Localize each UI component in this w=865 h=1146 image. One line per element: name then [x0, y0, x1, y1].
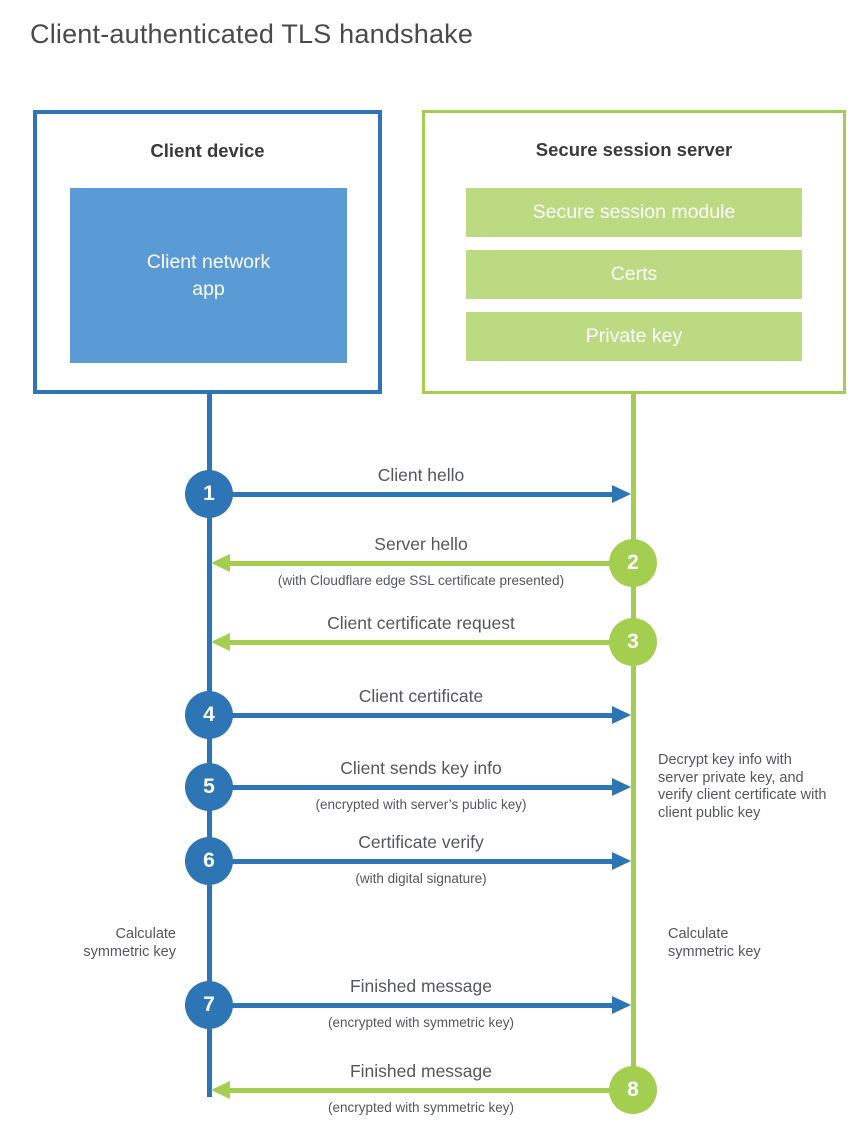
arrow-right-icon — [612, 996, 631, 1014]
certs-box: Certs — [466, 250, 802, 299]
message-8-label: Finished message — [349, 1061, 493, 1081]
server-calculate-symmetric-key-note: Calculate symmetric key — [668, 926, 761, 960]
arrow-right-icon — [612, 778, 631, 796]
arrow-shaft — [229, 1088, 633, 1093]
arrow-shaft — [209, 859, 613, 864]
message-2-sublabel: (with Cloudflare edge SSL certificate pr… — [277, 573, 565, 588]
message-1-label: Client hello — [377, 465, 465, 485]
message-2-label: Server hello — [374, 534, 468, 554]
client-device-title: Client device — [150, 140, 265, 161]
step-5-badge: 5 — [185, 763, 233, 811]
step-6-badge: 6 — [185, 837, 233, 885]
arrow-right-icon — [612, 485, 631, 503]
message-7-sublabel: (encrypted with symmetric key) — [327, 1015, 515, 1030]
arrow-left-icon — [211, 554, 230, 572]
step-3-badge: 3 — [609, 618, 657, 666]
message-5-sublabel: (encrypted with server’s public key) — [315, 797, 527, 812]
step-8-badge: 8 — [609, 1066, 657, 1114]
page-title: Client-authenticated TLS handshake — [30, 19, 474, 49]
arrow-right-icon — [612, 706, 631, 724]
step-4-badge: 4 — [185, 691, 233, 739]
client-device-box: Client device Client network app — [33, 110, 382, 394]
arrow-left-icon — [211, 633, 230, 651]
arrow-shaft — [209, 492, 613, 497]
step-7-badge: 7 — [185, 981, 233, 1029]
arrow-shaft — [209, 785, 613, 790]
arrow-right-icon — [612, 852, 631, 870]
arrow-left-icon — [211, 1081, 230, 1099]
client-network-app-label: Client network app — [146, 251, 271, 300]
message-5-label: Client sends key info — [340, 758, 502, 778]
server-decrypt-note: Decrypt key info with server private key… — [658, 752, 827, 821]
client-calculate-symmetric-key-note: Calculate symmetric key — [83, 926, 176, 960]
step-2-badge: 2 — [609, 539, 657, 587]
message-3-label: Client certificate request — [327, 613, 515, 633]
client-lifeline — [207, 393, 212, 1097]
server-lifeline — [631, 393, 636, 1090]
client-network-app-box: Client network app — [70, 188, 347, 363]
arrow-shaft — [229, 561, 633, 566]
server-modules: Secure session module Certs Private key — [466, 188, 802, 374]
message-4-label: Client certificate — [358, 686, 484, 706]
message-6-label: Certificate verify — [358, 832, 484, 852]
arrow-shaft — [209, 713, 613, 718]
secure-session-server-title: Secure session server — [535, 139, 733, 160]
message-6-sublabel: (with digital signature) — [355, 871, 487, 886]
message-8-sublabel: (encrypted with symmetric key) — [327, 1100, 515, 1115]
secure-session-module-box: Secure session module — [466, 188, 802, 237]
arrow-shaft — [229, 640, 633, 645]
message-7-label: Finished message — [349, 976, 493, 996]
arrow-shaft — [209, 1003, 613, 1008]
private-key-box: Private key — [466, 312, 802, 361]
secure-session-server-box: Secure session server Secure session mod… — [422, 110, 846, 394]
step-1-badge: 1 — [185, 470, 233, 518]
